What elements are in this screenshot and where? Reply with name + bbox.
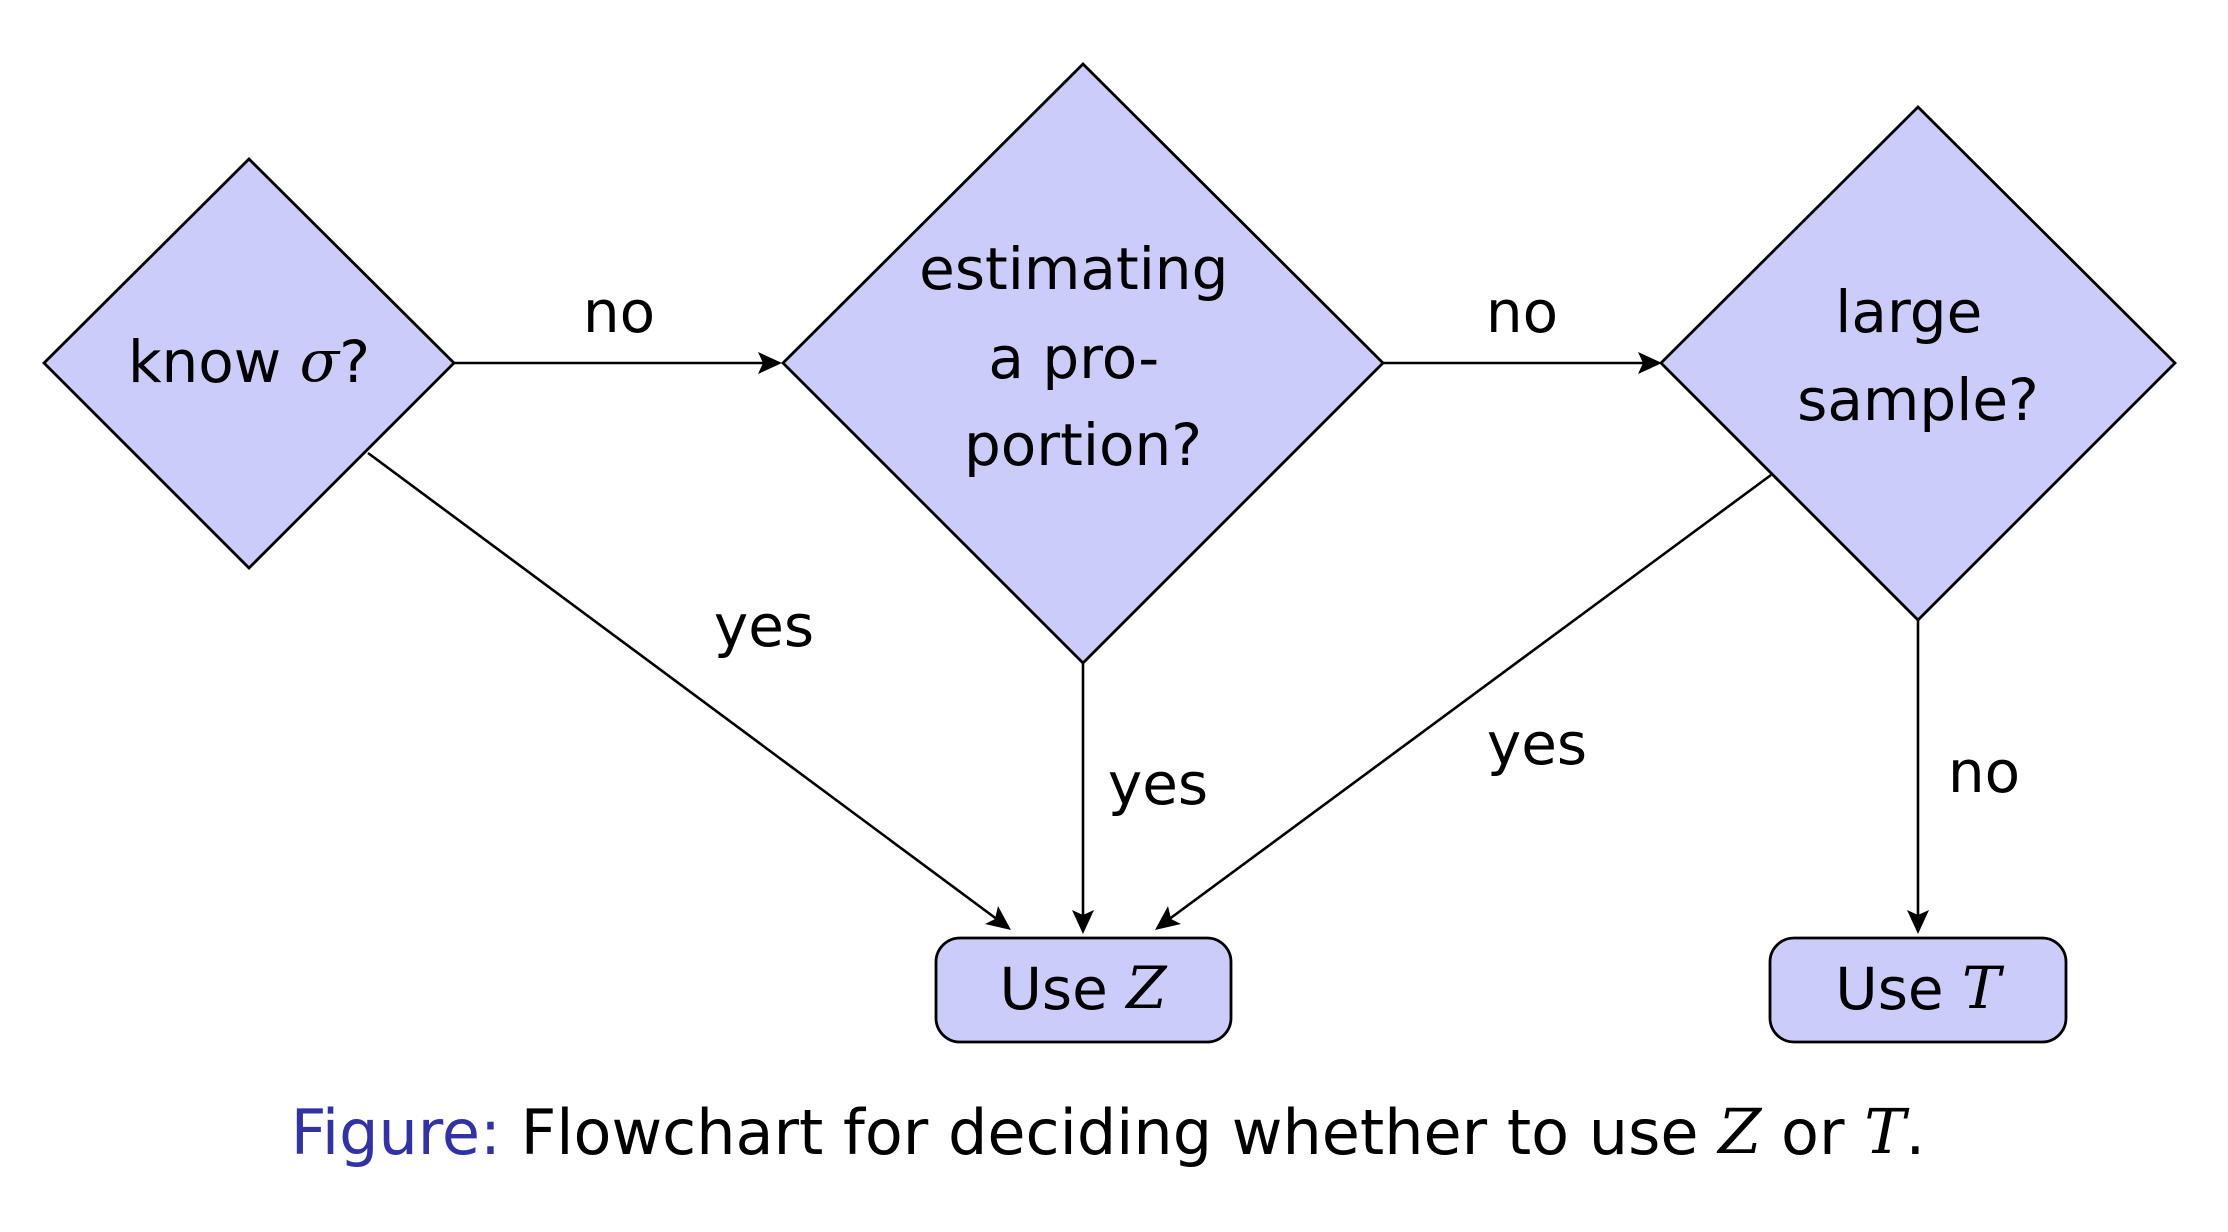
figure-caption: Figure: Flowchart for deciding whether t… xyxy=(291,1095,1926,1169)
terminal-box xyxy=(934,936,1233,1044)
edge-label-proportion-to-sample: no xyxy=(1486,278,1558,346)
node-large-sample: large sample? xyxy=(1659,105,2177,622)
edge-labels: no no yes yes yes no xyxy=(583,278,2020,818)
edges xyxy=(367,352,1929,934)
arrowhead-proportion-to-z xyxy=(1072,910,1094,934)
node-use-t: Use T xyxy=(1768,936,2068,1044)
edge-sigma-to-z xyxy=(367,451,999,922)
arrowhead-proportion-to-sample xyxy=(1638,352,1662,374)
node-know-sigma: know σ? xyxy=(42,157,456,570)
node-use-z: Use Z xyxy=(934,936,1233,1044)
arrowhead-sample-to-z xyxy=(1155,906,1181,930)
edge-label-sample-to-z: yes xyxy=(1487,710,1587,778)
arrowhead-sample-to-t xyxy=(1907,910,1929,934)
decision-diamond xyxy=(42,157,456,570)
decision-diamond xyxy=(1659,105,2177,622)
node-estimating-proportion: estimating a pro- portion? xyxy=(781,62,1385,665)
edge-label-sigma-to-z: yes xyxy=(714,592,814,660)
caption-prefix: Figure: xyxy=(291,1096,501,1169)
terminal-box xyxy=(1768,936,2068,1044)
node-label-large-sample: large sample? xyxy=(1797,278,2039,434)
arrowhead-sigma-to-z xyxy=(985,906,1011,930)
edge-label-sample-to-t: no xyxy=(1948,738,2020,806)
arrowhead-sigma-to-proportion xyxy=(758,352,782,374)
node-label-estimating-proportion: estimating a pro- portion? xyxy=(919,235,1247,479)
decision-diamond xyxy=(781,62,1385,665)
node-label-use-z: Use Z xyxy=(999,954,1168,1023)
edge-sample-to-z xyxy=(1167,473,1772,922)
node-label-use-t: Use T xyxy=(1835,954,2005,1023)
node-label-know-sigma: know σ? xyxy=(128,327,370,396)
edge-label-sigma-to-proportion: no xyxy=(583,278,655,346)
edge-label-proportion-to-z: yes xyxy=(1108,750,1208,818)
